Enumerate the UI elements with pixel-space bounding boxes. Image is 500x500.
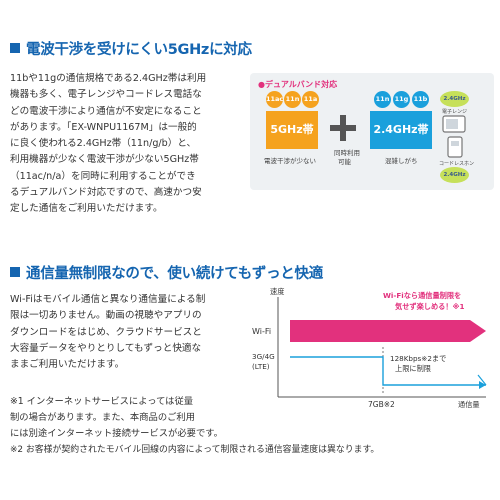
para-line: 大容量データをやりとりしてもずっと快適な (10, 342, 202, 354)
y-axis-label: 速度 (270, 287, 285, 296)
wifi-series-label: Wi-Fi (252, 327, 272, 336)
center-caption: 可能 (338, 158, 351, 166)
interference-label: コードレスホン (439, 161, 475, 167)
dual-band-diagram: ●デュアルバンド対応 11ac 11n 11a 5GHz帯 電波干渉が少ない 同… (250, 73, 494, 190)
para-line: Wi-Fiはモバイル通信と異なり通信量による制 (10, 294, 206, 305)
note-line: には別途インターネット接続サービスが必要です。 (10, 428, 223, 439)
para-line: 限は一切ありません。動画の視聴やアプリの (10, 310, 202, 322)
lte-line (290, 356, 486, 386)
band24-caption: 混雑しがち (385, 157, 418, 165)
note-line: ※2 お客様が契約されたモバイル回線の内容によって制限される通信容量速度は異なり… (10, 445, 380, 455)
section1-paragraph: 11bや11gの通信規格である2.4GHz帯は利用 機器も多く、電子レンジやコー… (10, 71, 206, 218)
plus-icon (330, 115, 356, 141)
center-caption: 同時利用 (334, 149, 360, 157)
section1-title: 電波干渉を受けにくい5GHzに対応 (26, 42, 252, 58)
lte-series-label: 3G/4G (252, 352, 275, 361)
phone-screen (451, 141, 459, 146)
cordless-phone-icon (447, 136, 463, 158)
band24-circle: 11n (374, 91, 391, 108)
speed-chart: 速度 Wi-Fiなら通信量制限を 気せず楽しめる！※1 Wi-Fi 3G/4G … (250, 287, 494, 414)
heading-square-icon (10, 43, 20, 53)
para-line: （11ac/n/a）を同時に利用することができ (10, 170, 196, 182)
section2-heading: 通信量無制限なので、使い続けてもずっと快適 (10, 262, 323, 283)
band5-circle: 11ac (266, 91, 283, 108)
lte-series-label: (LTE) (252, 362, 270, 371)
para-line: 機器も多く、電子レンジやコードレス電話な (10, 89, 202, 101)
lte-annotation: 上限に制限 (395, 364, 431, 373)
para-line: 定した通信をご利用いただけます。 (10, 203, 163, 215)
para-line: ダウンロードをはじめ、クラウドサービスと (10, 326, 202, 338)
wifi-annotation: 気せず楽しめる！※1 (395, 302, 465, 311)
lte-annotation: 128Kbps※2まで (390, 354, 447, 363)
x-axis-label: 通信量 (458, 400, 480, 409)
section2-paragraph: Wi-Fiはモバイル通信と異なり通信量による制 限は一切ありません。動画の視聴や… (10, 292, 205, 373)
footnotes: ※1 インターネットサービスによっては従量 制の場合があります。また、本商品のご… (10, 394, 379, 458)
microwave-window (446, 119, 458, 129)
lte-arrow-head (479, 381, 486, 389)
lte-arrow-tip (477, 374, 487, 386)
band24-circle: 11g (393, 91, 410, 108)
para-line: があります。「EX-WNPU1167M」は一般的 (10, 121, 197, 133)
para-line: るデュアルバンド対応ですので、高速かつ安 (10, 187, 202, 199)
band5-caption: 電波干渉が少ない (264, 157, 316, 165)
wifi-annotation: Wi-Fiなら通信量制限を (383, 291, 462, 300)
note-line: 制の場合があります。また、本商品のご利用 (10, 412, 196, 423)
para-line: ままご利用いただけます。 (10, 359, 125, 371)
band5-box: 5GHz帯 (266, 111, 318, 149)
para-line: どの電波干渉により通信が不安定になること (10, 105, 202, 117)
interference-badge: 2.4GHz (440, 91, 469, 107)
appliance-icon (442, 115, 466, 158)
band24-box: 2.4GHz帯 (370, 111, 432, 149)
note-line: ※1 インターネットサービスによっては従量 (10, 396, 194, 407)
interference-badge: 2.4GHz (440, 167, 469, 183)
dual-band-title: ●デュアルバンド対応 (258, 80, 338, 89)
heading-square-icon (10, 267, 20, 277)
x-marker-label: 7GB※2 (368, 400, 395, 409)
section2-title: 通信量無制限なので、使い続けてもずっと快適 (26, 266, 323, 282)
para-line: 利用機器が少なく電波干渉が少ない5GHz帯 (10, 154, 199, 166)
band5-circle: 11a (302, 91, 319, 108)
para-line: に良く使われる2.4GHz帯（11n/g/b）と、 (10, 138, 197, 150)
section1-heading: 電波干渉を受けにくい5GHzに対応 (10, 38, 252, 59)
interference-label: 電子レンジ (442, 109, 468, 115)
para-line: 11bや11gの通信規格である2.4GHz帯は利用 (10, 73, 207, 84)
band24-circle: 11b (412, 91, 429, 108)
wifi-arrow (290, 320, 486, 342)
band5-circle: 11n (284, 91, 301, 108)
